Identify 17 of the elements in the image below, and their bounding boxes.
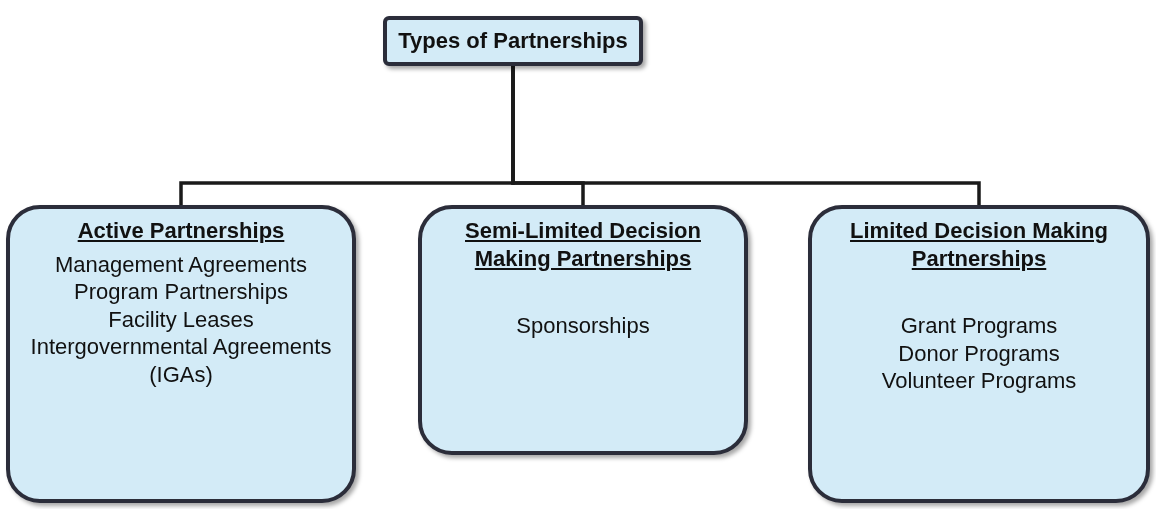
partnership-item: Facility Leases	[108, 305, 254, 333]
partnership-item: Management Agreements	[55, 250, 307, 278]
partnership-item: Sponsorships	[516, 312, 650, 340]
category-box	[6, 205, 356, 503]
title-box	[383, 16, 643, 66]
title-text: Types of Partnerships	[398, 27, 628, 55]
category-heading: Active Partnerships	[77, 217, 285, 245]
category-heading: Semi-Limited Decision Making Partnerships	[464, 217, 702, 272]
connector-line	[511, 66, 981, 205]
partnership-item: Grant Programs	[900, 312, 1058, 340]
category-box	[418, 205, 748, 455]
partnership-item: Volunteer Programs	[881, 367, 1077, 395]
partnership-item: Intergovernmental Agreements (IGAs)	[29, 333, 333, 388]
category-box	[808, 205, 1150, 503]
category-heading: Limited Decision Making Partnerships	[849, 217, 1109, 272]
partnership-item: Donor Programs	[898, 339, 1060, 367]
partnership-item: Program Partnerships	[74, 278, 288, 306]
